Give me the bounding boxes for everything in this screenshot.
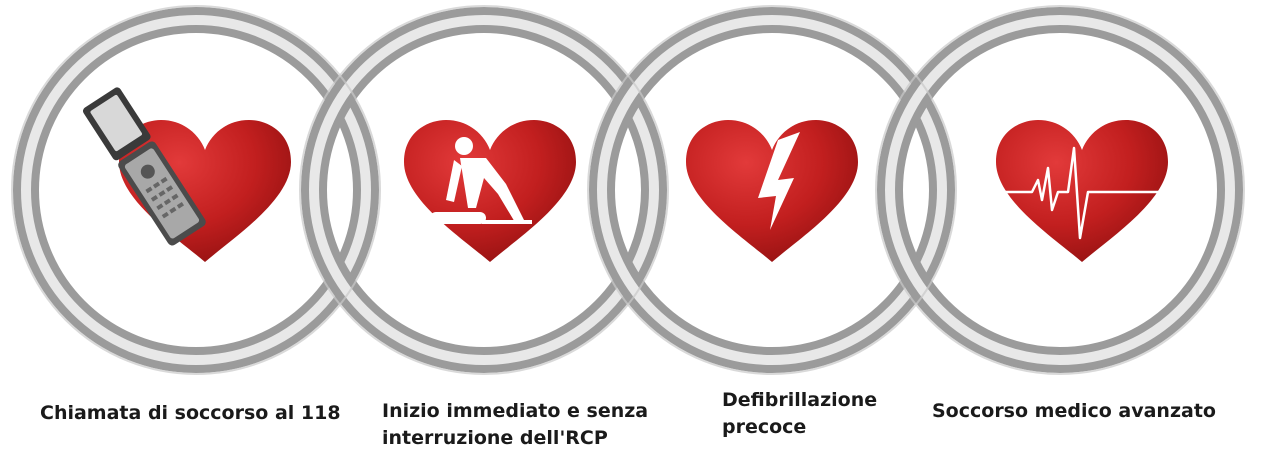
heart-icon xyxy=(404,120,576,262)
caption-line: Chiamata di soccorso al 118 xyxy=(40,402,341,424)
ring-1-highlight xyxy=(21,15,371,365)
caption-line: precoce xyxy=(722,416,807,438)
caption-cpr: Inizio immediato e senza interruzione de… xyxy=(382,398,648,452)
caption-line: Inizio immediato e senza xyxy=(382,400,649,422)
caption-line: interruzione dell'RCP xyxy=(382,427,608,449)
caption-advanced-care: Soccorso medico avanzato xyxy=(932,398,1216,425)
heart-3 xyxy=(686,120,858,262)
ring-2-highlight xyxy=(309,15,659,365)
caption-call-118: Chiamata di soccorso al 118 xyxy=(40,400,341,427)
rings-group xyxy=(11,5,1245,375)
cpr-person-icon xyxy=(417,137,532,225)
caption-defibrillation: Defibrillazione precoce xyxy=(722,387,877,441)
ring-4-highlight xyxy=(885,15,1235,365)
caption-line: Soccorso medico avanzato xyxy=(932,400,1216,422)
heart-2 xyxy=(404,120,576,262)
heart-4 xyxy=(996,120,1168,262)
lightning-bolt-icon xyxy=(758,132,800,230)
caption-line: Defibrillazione xyxy=(722,389,878,411)
flip-phone-icon xyxy=(82,87,206,246)
ring-3-highlight xyxy=(597,15,947,365)
ecg-pulse-icon xyxy=(1000,146,1168,240)
